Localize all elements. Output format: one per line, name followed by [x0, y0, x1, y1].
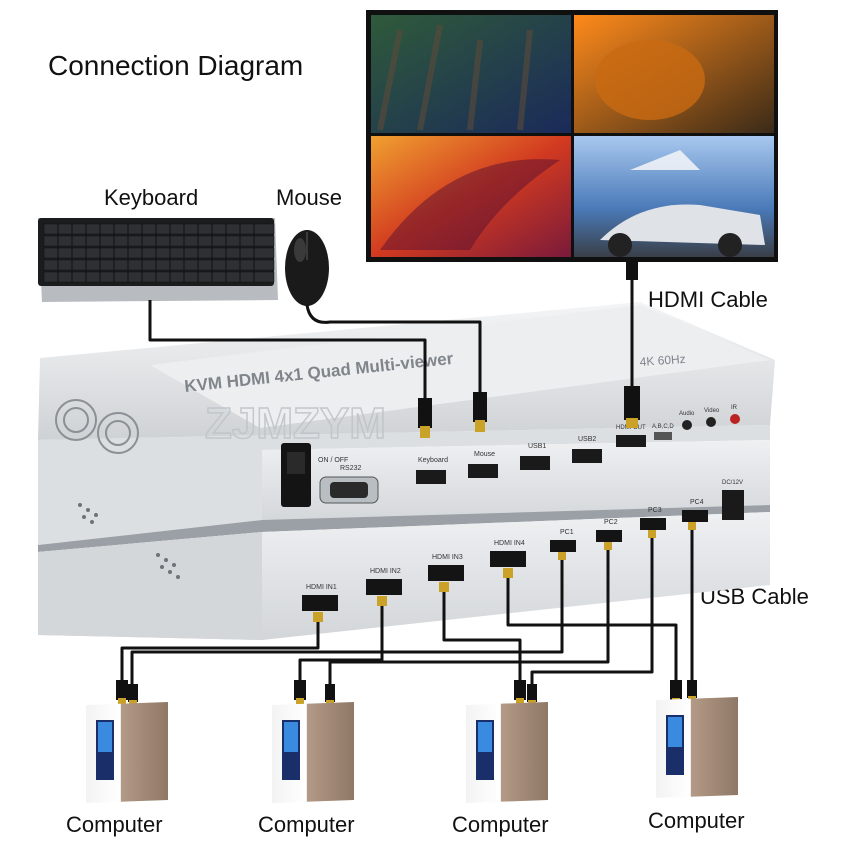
pc2-usb-port — [596, 530, 622, 542]
computer-label-4: Computer — [648, 808, 745, 833]
kvm-device: KVM HDMI 4x1 Quad Multi-viewer 4K 60Hz Z… — [38, 302, 775, 640]
monitor — [366, 10, 778, 262]
usb-keyboard-port — [416, 470, 446, 484]
usb-mouse-label: Mouse — [474, 451, 495, 458]
hdmi-in2-port — [366, 579, 402, 595]
mode-label: A,B,C,D — [652, 424, 674, 430]
hdmi-cable-4 — [506, 568, 678, 688]
connectors — [116, 262, 697, 706]
pc1-usb-port — [550, 540, 576, 552]
dc-label: DC/12V — [722, 480, 743, 486]
computer-2 — [272, 702, 354, 803]
audio-label: Audio — [679, 411, 695, 417]
pc3-label: PC3 — [648, 507, 662, 514]
keyboard-cable — [148, 300, 427, 410]
hdmi-cable-3 — [442, 582, 522, 688]
hdmi-in3-port — [428, 565, 464, 581]
computer-3 — [466, 702, 548, 803]
mouse-cable — [305, 304, 482, 400]
usb2-label: USB2 — [578, 436, 596, 443]
rs232-label: RS232 — [340, 465, 362, 472]
power-label: ON / OFF — [318, 457, 348, 464]
watermark: ZJMZYM — [205, 399, 386, 448]
hdmi-in1-label: HDMI IN1 — [306, 584, 337, 591]
pc4-label: PC4 — [690, 499, 704, 506]
usb1-label: USB1 — [528, 443, 546, 450]
pc2-label: PC2 — [604, 519, 618, 526]
hdmi-in3-label: HDMI IN3 — [432, 554, 463, 561]
usb-cable-1 — [130, 552, 564, 692]
hdmi-cable-top-label: HDMI Cable — [648, 287, 768, 312]
usb-cable-3 — [530, 530, 654, 692]
keyboard-label: Keyboard — [104, 185, 199, 210]
usb2-port — [572, 449, 602, 463]
pc1-label: PC1 — [560, 529, 574, 536]
hdmi-cable-1 — [120, 612, 320, 690]
diagram-title: Connection Diagram — [48, 50, 304, 81]
computer-1 — [86, 702, 168, 803]
hdmi-in1-port — [302, 595, 338, 611]
hdmi-in4-label: HDMI IN4 — [494, 540, 525, 547]
hdmi-out-port — [616, 435, 646, 447]
device-spec-text: 4K 60Hz — [639, 352, 686, 369]
usb-mouse-port — [468, 464, 498, 478]
usb1-port — [520, 456, 550, 470]
audio-jack — [682, 420, 692, 430]
computer-label-1: Computer — [66, 812, 163, 837]
usb-cable-2 — [328, 542, 610, 692]
mouse — [285, 230, 329, 306]
ir-label: IR — [731, 405, 738, 411]
pc4-usb-port — [682, 510, 708, 522]
dc-power-port — [722, 490, 744, 520]
hdmi-cable-2 — [298, 596, 384, 690]
pc3-usb-port — [640, 518, 666, 530]
usb-keyboard-label: Keyboard — [418, 457, 448, 464]
video-jack — [706, 417, 716, 427]
mode-switch — [654, 432, 672, 440]
hdmi-in2-label: HDMI IN2 — [370, 568, 401, 575]
video-label: Video — [704, 408, 720, 414]
mouse-label: Mouse — [276, 185, 343, 210]
keyboard — [38, 218, 278, 302]
hdmi-in4-port — [490, 551, 526, 567]
computer-label-2: Computer — [258, 812, 355, 837]
computer-4 — [656, 697, 738, 798]
ir-sensor — [730, 414, 740, 424]
computer-label-3: Computer — [452, 812, 549, 837]
